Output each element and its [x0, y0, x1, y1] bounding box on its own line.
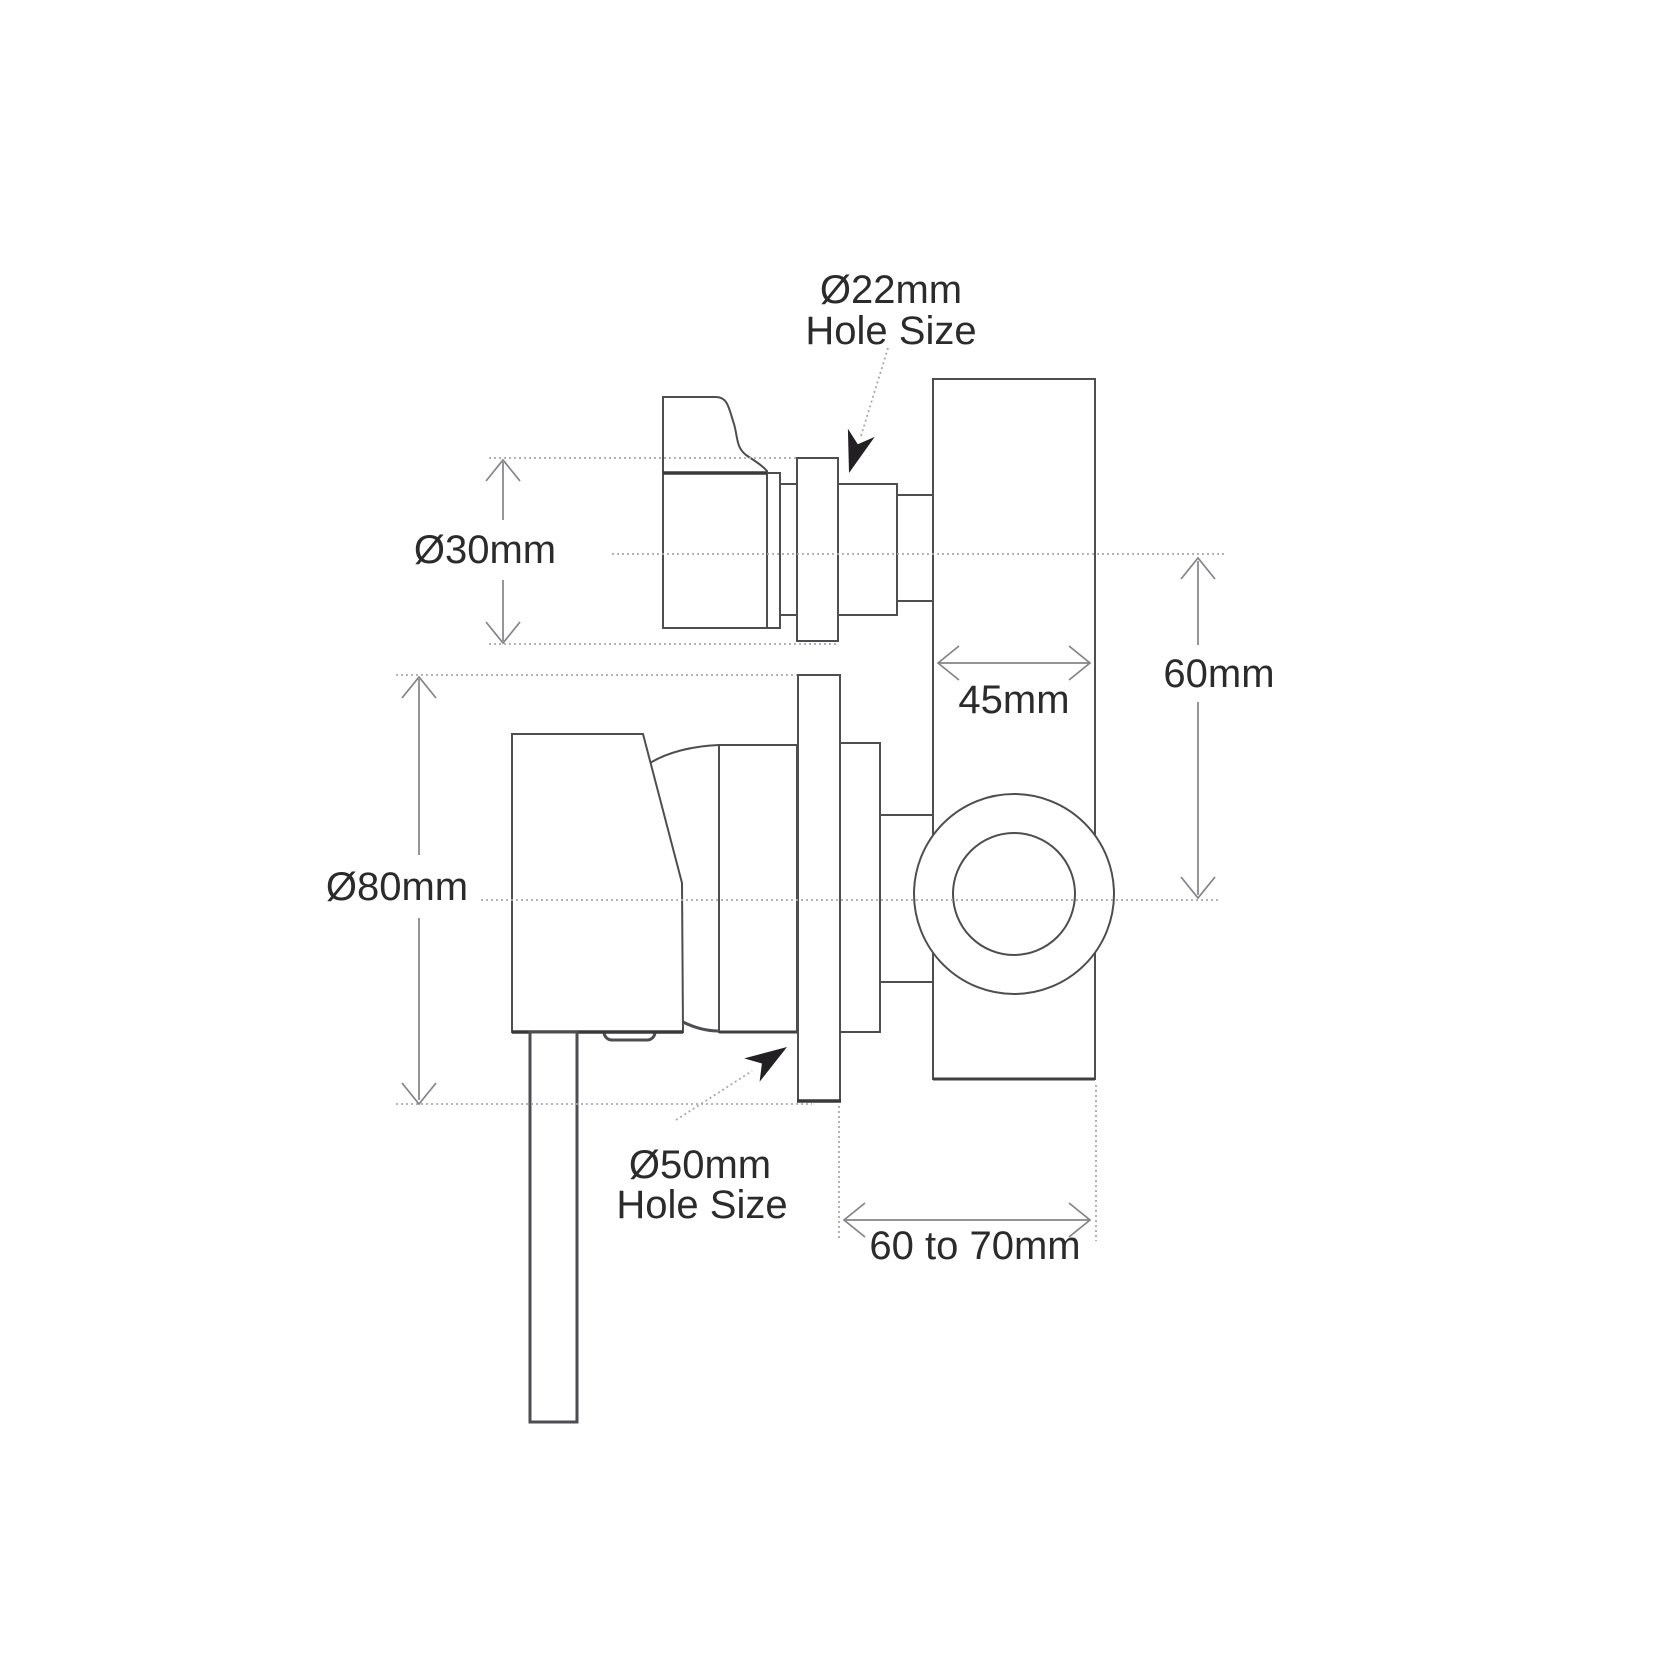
callout-hole22: Ø22mm Hole Size: [805, 268, 977, 473]
top-valve-handle-cap: [662, 396, 768, 474]
pipe-outlet-inner-circle: [952, 832, 1076, 956]
hole22-label-line1: Ø22mm: [820, 268, 962, 312]
top-valve-flange: [796, 457, 839, 642]
top-valve-wall-stub: [896, 494, 934, 602]
hole50-leader-arrowhead: [744, 1047, 787, 1082]
hole22-leader-line: [860, 347, 889, 437]
mixer-handle-body: [511, 733, 685, 1033]
housing-bottom-curve: [682, 1020, 720, 1033]
top-valve-side-view: [662, 396, 934, 642]
wall-section: [879, 378, 1115, 1081]
dia80-arrow-down: [401, 1082, 437, 1106]
bottom-valve-front-section: [511, 674, 881, 1424]
cartridge-housing: [718, 744, 798, 1033]
dim45-arrow-right: [1068, 645, 1092, 681]
top-valve-body: [662, 472, 768, 629]
escutcheon-flange: [797, 674, 841, 1102]
dim60-arrow-down: [1180, 876, 1216, 900]
dia80-label: Ø80mm: [326, 865, 468, 909]
dim45-arrow-left: [936, 645, 960, 681]
top-valve-collar: [766, 472, 781, 629]
dimension-dia30: Ø30mm: [414, 457, 838, 645]
lever-handle: [528, 1030, 579, 1424]
housing-top-curve: [649, 744, 720, 764]
hole22-label-line2: Hole Size: [805, 309, 976, 353]
mounting-step-block: [839, 742, 881, 1033]
dimension-dia80: Ø80mm: [326, 674, 812, 1106]
dim60-arrow-up: [1180, 556, 1216, 580]
dim60-label: 60mm: [1163, 652, 1274, 696]
dimension-60mm: 60mm: [1163, 556, 1275, 900]
dim45-label: 45mm: [958, 678, 1069, 722]
hole50-leader-line: [675, 1070, 753, 1121]
dia30-label: Ø30mm: [414, 528, 556, 572]
hole22-leader-arrowhead: [847, 428, 875, 473]
dia30-arrow-down: [485, 621, 521, 645]
top-valve-step-ring: [779, 483, 798, 616]
dim6070-label: 60 to 70mm: [869, 1224, 1080, 1268]
hole50-label-line1: Ø50mm: [629, 1143, 771, 1187]
hole50-label-line2: Hole Size: [616, 1183, 787, 1227]
dim6070-arrow-left: [842, 1202, 866, 1238]
dia80-arrow-up: [401, 675, 437, 699]
dimension-60to70mm: 60 to 70mm: [838, 1085, 1097, 1268]
callout-hole50: Ø50mm Hole Size: [616, 1047, 788, 1227]
centerlines: [481, 553, 1227, 901]
dim6070-arrow-right: [1068, 1202, 1092, 1238]
dia30-arrow-up: [485, 458, 521, 482]
dimension-45mm: 45mm: [936, 645, 1092, 722]
top-valve-cylinder: [837, 483, 898, 616]
